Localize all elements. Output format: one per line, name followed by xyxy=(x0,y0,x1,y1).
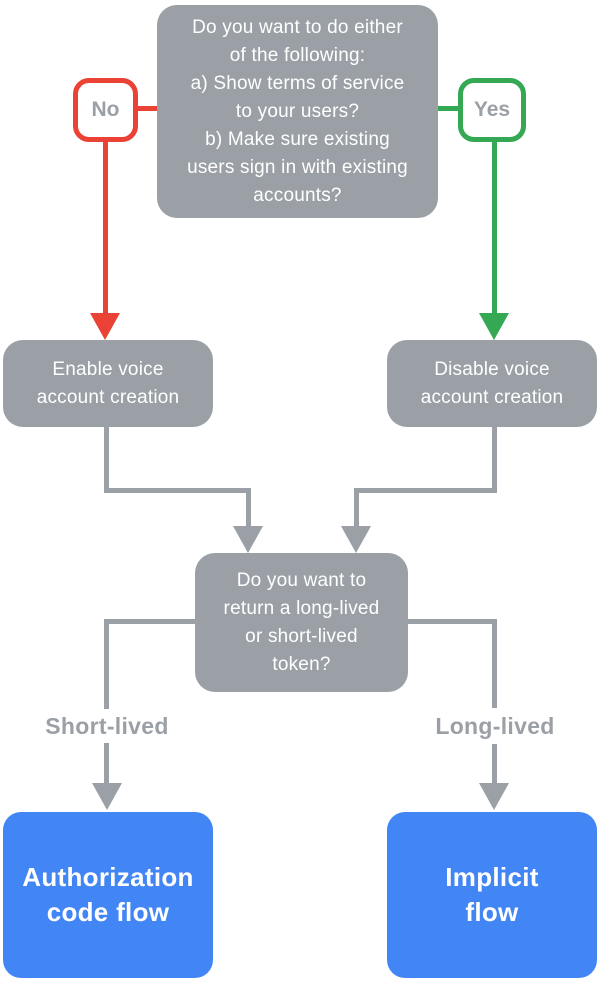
merge-left-horizontal-line xyxy=(104,488,251,493)
short-lived-vertical-line xyxy=(104,619,109,785)
arrow-down-icon xyxy=(92,783,122,810)
token-question-box: Do you want to return a long-lived or sh… xyxy=(195,553,408,692)
no-branch-horizontal-line xyxy=(138,106,157,111)
yes-badge: Yes xyxy=(458,78,526,142)
authorization-code-flow-box: Authorization code flow xyxy=(3,812,213,978)
long-lived-horizontal-line xyxy=(408,619,497,624)
yes-branch-vertical-line xyxy=(492,142,497,313)
implicit-flow-box: Implicit flow xyxy=(387,812,597,978)
enable-voice-account-creation-box: Enable voice account creation xyxy=(3,340,213,427)
arrow-down-icon xyxy=(479,313,509,340)
long-lived-label: Long-lived xyxy=(410,708,580,744)
merge-right-drop-line xyxy=(354,488,359,528)
merge-right-horizontal-line xyxy=(355,488,497,493)
long-lived-vertical-line xyxy=(492,619,497,785)
short-lived-label: Short-lived xyxy=(22,709,192,743)
no-badge: No xyxy=(73,78,138,142)
arrow-down-icon xyxy=(90,313,120,340)
short-lived-horizontal-line xyxy=(104,619,195,624)
merge-left-drop-line xyxy=(246,488,251,528)
merge-right-vertical-line xyxy=(492,427,497,493)
no-branch-vertical-line xyxy=(103,142,108,313)
arrow-down-icon xyxy=(479,783,509,810)
merge-left-vertical-line xyxy=(104,427,109,493)
disable-voice-account-creation-box: Disable voice account creation xyxy=(387,340,597,427)
arrow-down-icon xyxy=(233,526,263,553)
start-question-box: Do you want to do either of the followin… xyxy=(157,5,438,218)
yes-branch-horizontal-line xyxy=(438,106,458,111)
arrow-down-icon xyxy=(341,526,371,553)
